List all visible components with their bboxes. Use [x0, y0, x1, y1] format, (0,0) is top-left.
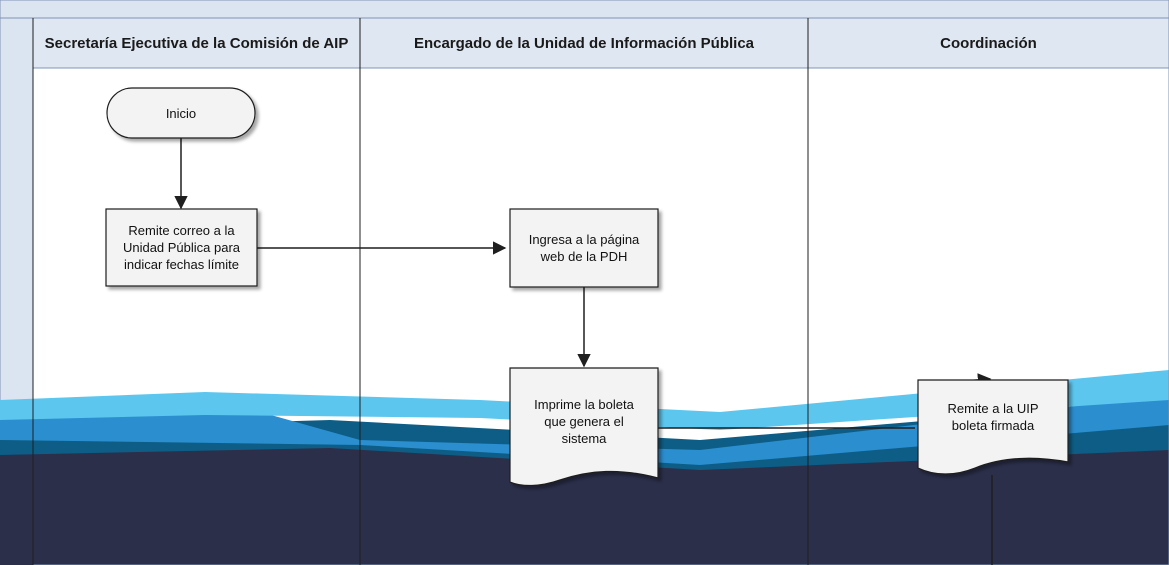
wave-light — [0, 370, 1169, 430]
send-email-process[interactable] — [105, 208, 258, 287]
print-ticket-label: Imprime la boleta que genera el sistema — [534, 396, 634, 446]
wave-mid — [0, 395, 1169, 465]
print-ticket-document[interactable] — [509, 367, 659, 487]
send-email-label: Remite correo a la Unidad Pública para i… — [122, 223, 241, 272]
send-signed-label: Remite a la UIP boleta firmada — [947, 401, 1039, 433]
lane-title-secretaria: Secretaría Ejecutiva de la Comisión de A… — [44, 34, 349, 52]
top-strip — [0, 0, 1169, 19]
start-terminator[interactable] — [106, 87, 256, 139]
lane-title-coordinacion: Coordinación — [940, 34, 1037, 52]
enter-web-label: Ingresa a la página web de la PDH — [528, 232, 640, 264]
lane-title-unidad-informacion: Encargado de la Unidad de Información Pú… — [413, 34, 755, 52]
lane-header-bg — [32, 17, 1169, 69]
start-label: Inicio — [165, 105, 197, 121]
send-signed-document[interactable] — [917, 379, 1069, 475]
enter-web-process[interactable] — [509, 208, 659, 288]
